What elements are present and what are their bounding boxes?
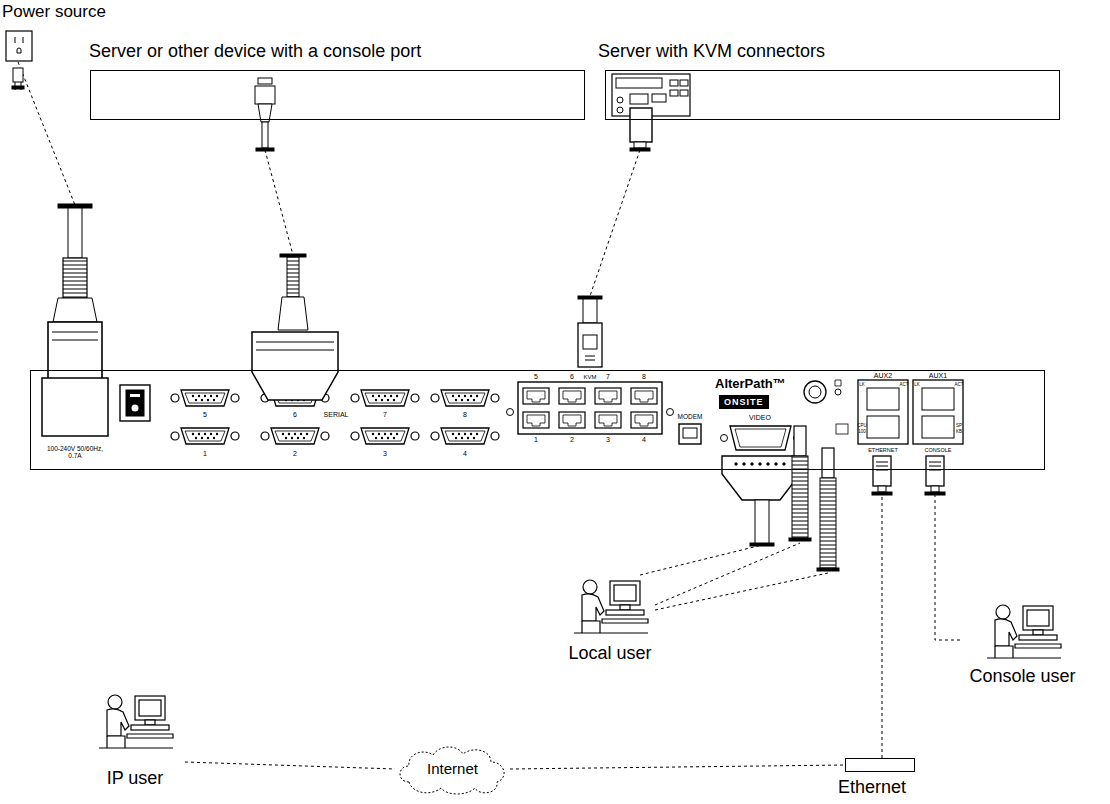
panel-label: 3: [606, 436, 610, 444]
panel-label: LK: [859, 383, 865, 388]
panel-label: AUX2: [874, 372, 892, 380]
panel-label: CPU: [857, 424, 867, 429]
ethernet-box: Ethernet: [845, 758, 915, 772]
node-label: Server or other device with a console po…: [89, 41, 421, 62]
panel-label: SP: [956, 424, 962, 429]
panel-label: 2: [570, 436, 574, 444]
user-figure: [95, 690, 175, 752]
panel-label: CONSOLE: [925, 447, 952, 453]
server-box: Server or other device with a console po…: [90, 70, 585, 120]
user-station: IP user: [85, 690, 185, 794]
panel-label: 2: [293, 450, 297, 458]
power-plug: [48, 204, 102, 396]
panel-label: 4: [642, 436, 646, 444]
panel-label: 7: [383, 411, 387, 419]
panel-label: ETHERNET: [868, 447, 898, 453]
alterpath-device: AlterPath™ ONSITE: [30, 370, 1045, 470]
internet-cloud: Internet: [395, 742, 510, 797]
panel-label: 8: [642, 373, 646, 381]
panel-label: 5: [203, 411, 207, 419]
user-figure: [570, 575, 650, 637]
panel-label: KB: [956, 430, 962, 435]
panel-label: 1: [534, 436, 538, 444]
panel-label: ACT: [955, 383, 964, 388]
panel-label: 4: [463, 450, 467, 458]
panel-label: 100: [858, 430, 866, 435]
server-box: Server with KVM connectors: [605, 70, 1060, 120]
panel-label: LK: [914, 383, 920, 388]
panel-label: MODEM: [678, 413, 703, 420]
node-label: Ethernet: [838, 777, 906, 798]
panel-label: ACT: [900, 383, 909, 388]
panel-label: 6: [570, 373, 574, 381]
user-figure: [983, 600, 1063, 662]
node-label: Console user: [960, 666, 1085, 687]
dashed-link: [185, 762, 395, 769]
power-outlet: Power source: [5, 30, 33, 62]
node-label: Power source: [2, 2, 106, 22]
outlet-icon: [5, 30, 33, 62]
panel-label: 7: [606, 373, 610, 381]
panel-label: 3: [383, 450, 387, 458]
power-inlet: [42, 378, 150, 436]
panel-label: 8: [463, 411, 467, 419]
node-label: AlterPath™: [715, 377, 786, 392]
panel-label: 100-240V 50/60Hz, 0.7A: [43, 445, 107, 459]
panel-label: 5: [534, 373, 538, 381]
user-station: Local user: [550, 575, 670, 675]
panel-label: 1: [203, 450, 207, 458]
kvm-ports: [518, 382, 662, 434]
serial-cable: [252, 78, 338, 400]
dashed-link: [510, 765, 845, 769]
dashed-link: [882, 470, 883, 758]
node-label: IP user: [85, 768, 185, 789]
panel-label: SERIAL: [324, 411, 349, 419]
panel-label: KVM: [583, 374, 596, 381]
panel-label: VIDEO: [749, 414, 771, 422]
panel-label: 6: [293, 411, 297, 419]
node-sublabel: ONSITE: [719, 395, 769, 409]
user-station: Console user: [960, 600, 1085, 700]
node-label: Server with KVM connectors: [598, 41, 825, 62]
kvm-cable: [578, 74, 690, 367]
panel-label: AUX1: [929, 372, 947, 380]
node-label: Local user: [550, 643, 670, 664]
rj45-plugs: [872, 456, 945, 495]
node-label: Internet: [395, 760, 510, 777]
local-cables: [655, 426, 839, 610]
wall-plug: [12, 68, 24, 90]
